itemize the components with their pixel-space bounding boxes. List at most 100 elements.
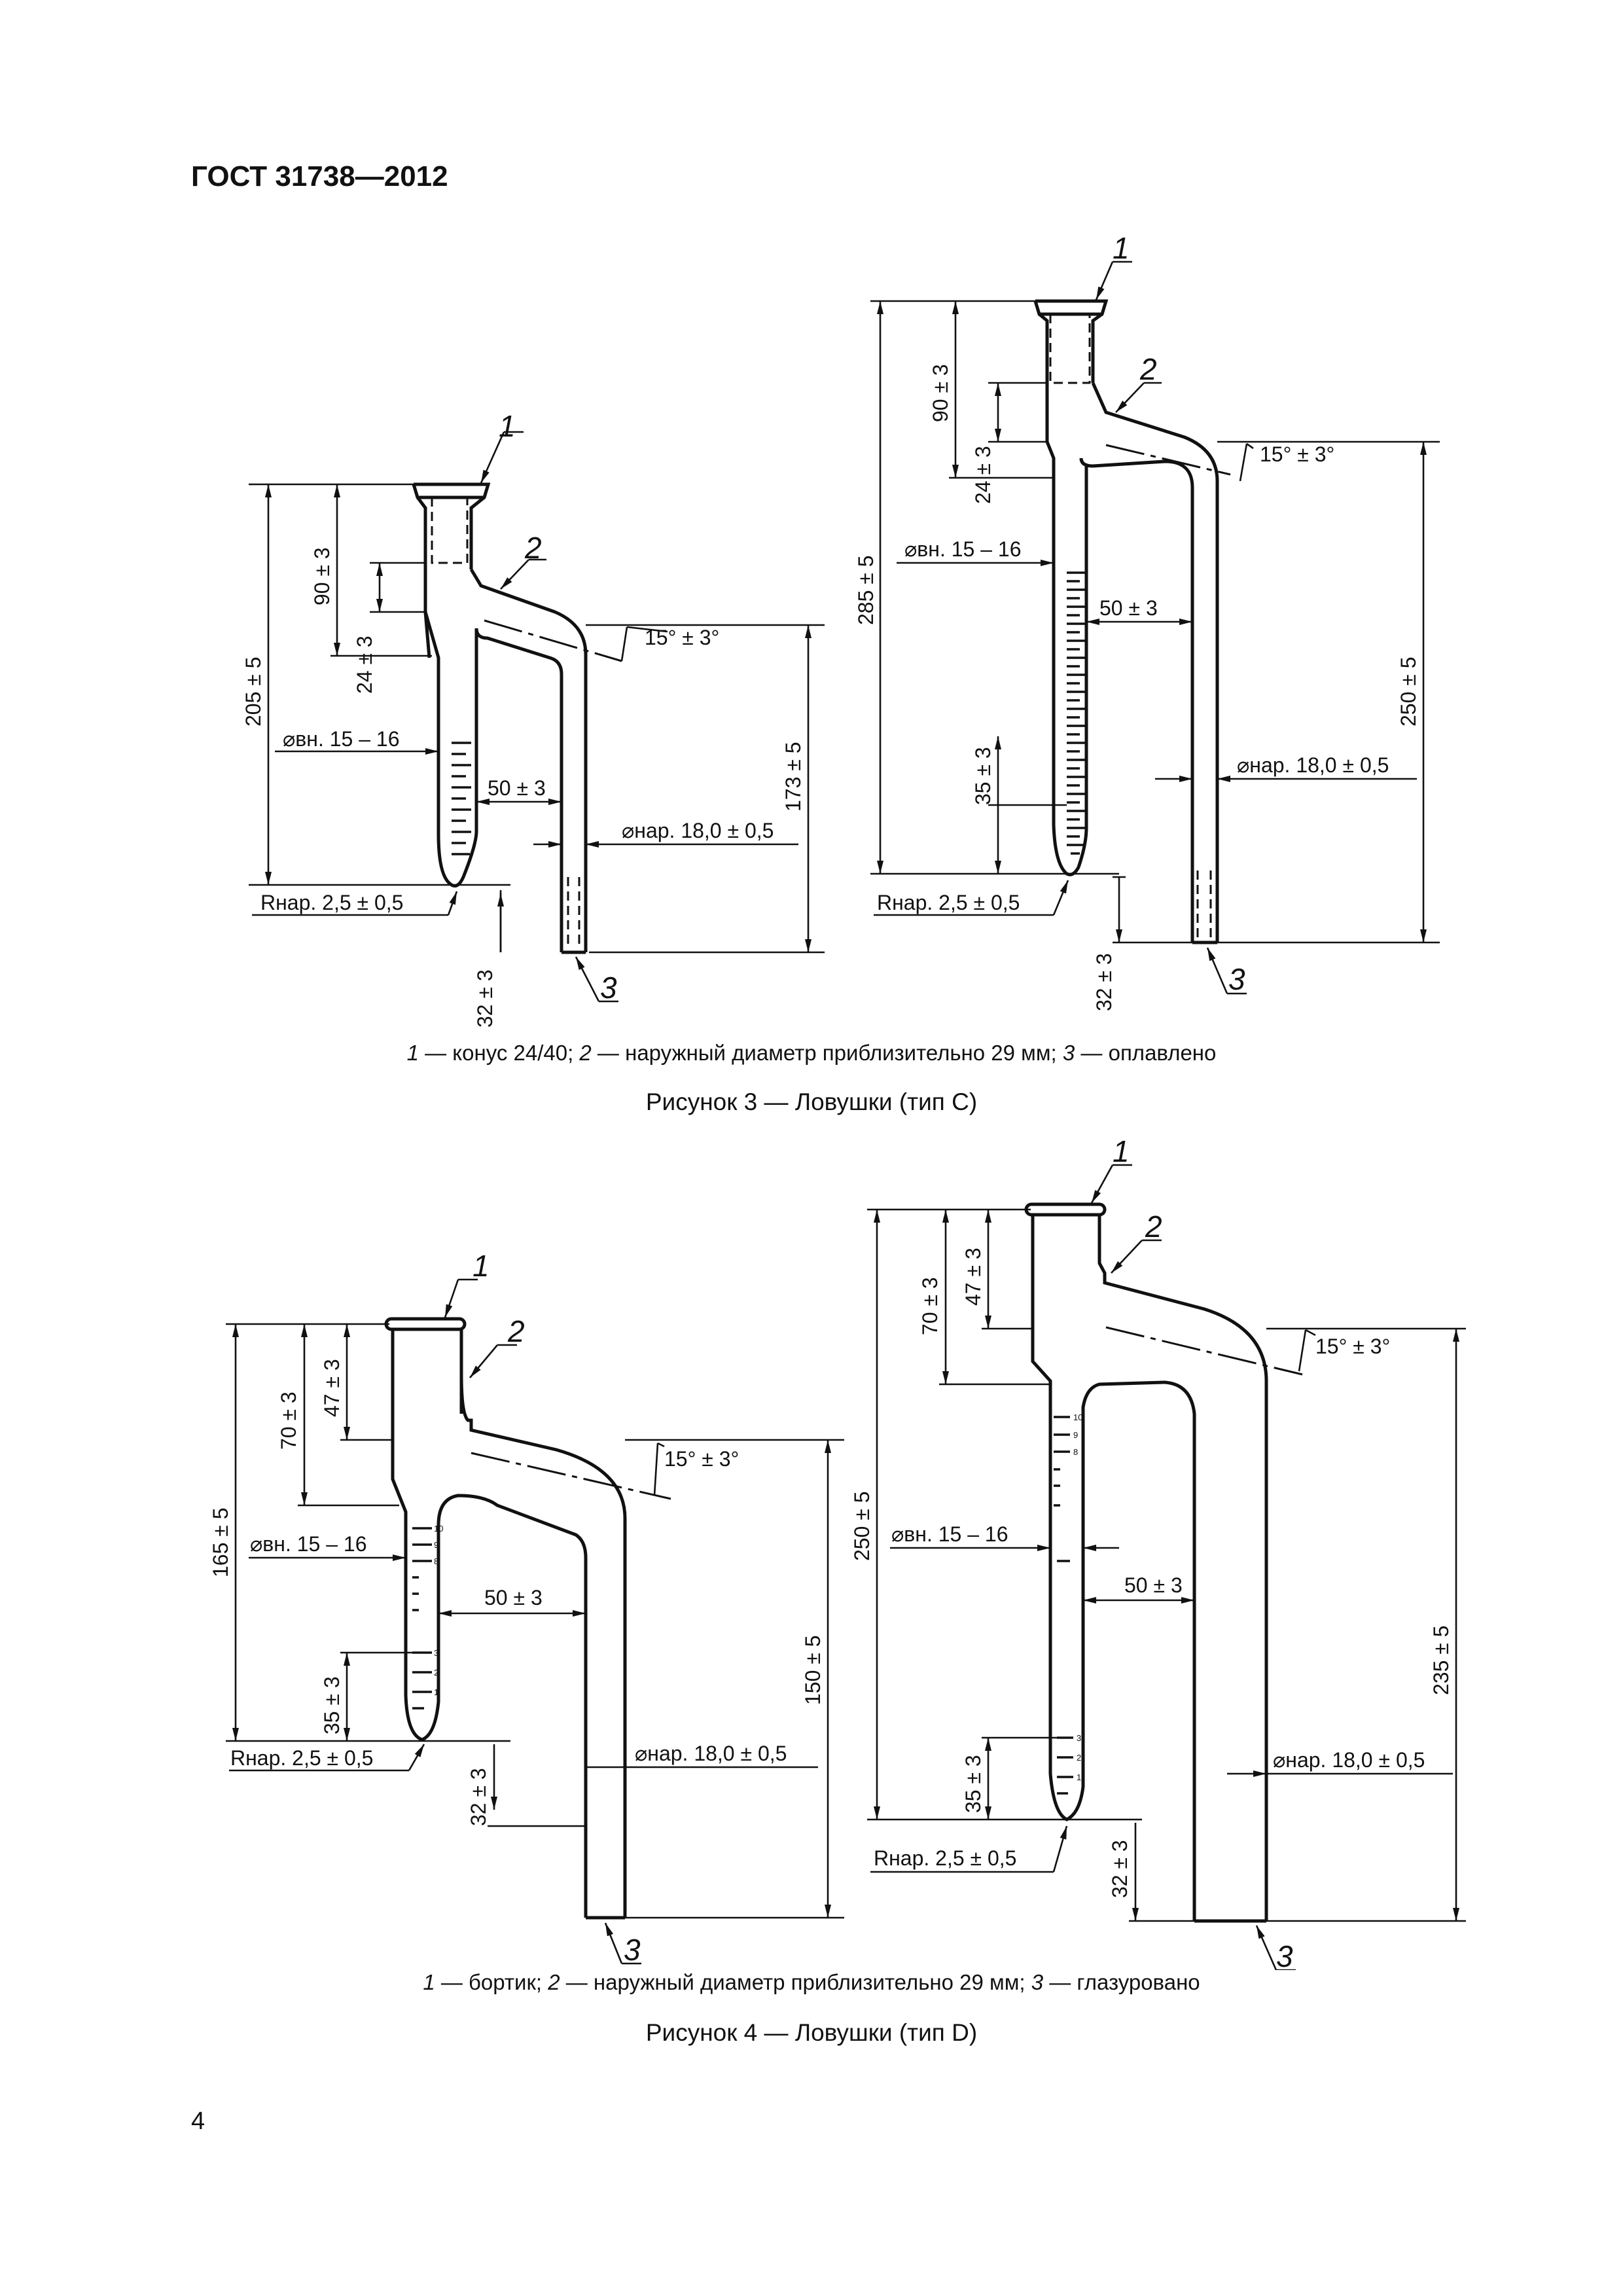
fig3-left-radius-letter: R [260, 891, 276, 914]
fig4-left-scale-9: 9 [434, 1540, 438, 1550]
figure-4-title: Рисунок 4 — Ловушки (тип D) [645, 2019, 978, 2046]
fig4-left-dim-bottom: 32 ± 3 [467, 1768, 490, 1826]
fig3-left-dim-joint: 24 ± 3 [353, 636, 376, 694]
fig3-left-dim-inner-text: вн. 15 – 16 [295, 727, 399, 751]
fig4-right-dim-spacing: 50 ± 3 [1124, 1573, 1183, 1597]
figure-3-title: Рисунок 3 — Ловушки (тип С) [645, 1088, 978, 1115]
fig3-right-dim-inner: ⌀вн. 15 – 16 [904, 537, 1021, 561]
fig4-left-dim-spacing: 50 ± 3 [484, 1586, 543, 1609]
fig4-left-scale-3: 3 [434, 1648, 438, 1658]
fig4-left-dim-side: 150 ± 5 [801, 1635, 825, 1705]
fig4-left-dim-total: 165 ± 5 [209, 1507, 232, 1577]
fig4-right-dim-angle: 15° ± 3° [1315, 1335, 1390, 1358]
fig4-left-scale-1: 1 [434, 1687, 438, 1697]
fig4-left-trap: 10 9 8 3 2 1 1 2 3 165 ± 5 [209, 1249, 844, 1967]
fig3-right-callout-2: 2 [1139, 352, 1157, 386]
fig4-right-scale-1: 1 [1077, 1772, 1081, 1782]
fig4-right-callout-1: 1 [1113, 1139, 1130, 1168]
fig4-right-dim-outer: ⌀нар. 18,0 ± 0,5 [1273, 1748, 1425, 1772]
fig4-right-dim-total: 250 ± 5 [850, 1491, 874, 1561]
fig4-right-callout-3: 3 [1276, 1939, 1293, 1970]
fig3-right-dim-angle: 15° ± 3° [1260, 442, 1334, 466]
fig3-legend-t2: — наружный диаметр приблизительно 29 мм; [591, 1041, 1063, 1065]
fig3-left-dim-bottom: 32 ± 3 [473, 969, 497, 1028]
fig4-left-dim-neck: 70 ± 3 [277, 1391, 300, 1450]
fig4-right-dim-bottom: 32 ± 3 [1108, 1840, 1132, 1898]
fig4-right-dim-graduation: 35 ± 3 [961, 1755, 985, 1813]
fig3-left-dim-inner: ⌀вн. 15 – 16 [283, 727, 399, 751]
fig4-left-callout-1: 1 [473, 1249, 490, 1283]
fig3-left-radius-text: нар. 2,5 ± 0,5 [276, 891, 403, 914]
fig3-left-callout-2: 2 [524, 531, 542, 565]
fig4-right-callout-2: 2 [1145, 1210, 1162, 1244]
fig4-right-dim-inner-text: вн. 15 – 16 [904, 1522, 1008, 1546]
fig4-left-dim-graduation: 35 ± 3 [320, 1676, 344, 1734]
fig4-left-dim-outer-text: нар. 18,0 ± 0,5 [647, 1742, 787, 1765]
fig3-right-callout-1: 1 [1113, 231, 1130, 265]
fig3-right-dim-inner-text: вн. 15 – 16 [917, 537, 1021, 561]
fig4-left-scale-2: 2 [434, 1668, 438, 1677]
fig3-right-dim-joint: 24 ± 3 [971, 446, 995, 504]
fig4-legend-t1: — бортик; [435, 1970, 548, 1994]
fig3-left-callout-3: 3 [600, 971, 617, 1005]
fig4-right-trap: 10 9 8 3 2 1 1 2 3 [850, 1139, 1466, 1970]
fig3-right-dim-outer-text: нар. 18,0 ± 0,5 [1249, 753, 1389, 777]
fig4-legend-n3: 3 [1031, 1970, 1044, 1994]
fig3-right-dim-total: 285 ± 5 [854, 555, 878, 625]
fig3-right-radius-letter: R [877, 891, 892, 914]
fig4-left-dim-inner: ⌀вн. 15 – 16 [250, 1532, 366, 1556]
fig3-right-callout-3: 3 [1228, 962, 1245, 996]
figure-3-drawing: 1 2 3 205 ± 5 90 ± 3 24 ± 3 15° ± 3° 173… [241, 231, 1440, 1028]
fig4-right-radius-text: нар. 2,5 ± 0,5 [889, 1846, 1016, 1870]
fig3-right-trap: 1 2 3 285 ± 5 90 ± 3 24 ± 3 15° ± 3° 250… [854, 231, 1440, 1011]
fig4-right-radius-letter: R [874, 1846, 889, 1870]
fig4-left-callout-2: 2 [507, 1314, 525, 1348]
fig4-right-dim-side: 235 ± 5 [1429, 1625, 1453, 1695]
fig3-right-dim-radius: Rнар. 2,5 ± 0,5 [877, 891, 1020, 914]
fig4-right-dim-neck: 70 ± 3 [918, 1277, 942, 1335]
document-header: ГОСТ 31738—2012 [191, 160, 448, 192]
fig4-right-dim-inner: ⌀вн. 15 – 16 [891, 1522, 1008, 1546]
fig3-left-dim-neck: 90 ± 3 [310, 547, 334, 605]
fig3-left-callout-1: 1 [499, 409, 516, 443]
fig4-legend-n1: 1 [423, 1970, 435, 1994]
fig4-right-scale-10: 10 [1073, 1412, 1082, 1422]
fig3-legend-t3: — оплавлено [1075, 1041, 1217, 1065]
fig4-left-dim-inner-text: вн. 15 – 16 [262, 1532, 366, 1556]
fig3-right-radius-text: нар. 2,5 ± 0,5 [892, 891, 1020, 914]
fig4-right-dim-radius: Rнар. 2,5 ± 0,5 [874, 1846, 1016, 1870]
fig3-left-dim-side: 173 ± 5 [781, 742, 805, 812]
fig3-left-dim-outer: ⌀нар. 18,0 ± 0,5 [622, 819, 774, 842]
fig4-legend-t3: — глазуровано [1043, 1970, 1200, 1994]
fig3-right-dim-bottom: 32 ± 3 [1092, 953, 1116, 1011]
fig4-left-dim-outer: ⌀нар. 18,0 ± 0,5 [635, 1742, 787, 1765]
fig4-left-scale-8: 8 [434, 1556, 438, 1566]
fig4-right-dim-joint: 47 ± 3 [961, 1247, 985, 1306]
fig3-right-dim-outer: ⌀нар. 18,0 ± 0,5 [1237, 753, 1389, 777]
figure-4-drawing: 10 9 8 3 2 1 1 2 3 165 ± 5 [209, 1139, 1466, 1970]
fig3-right-dim-graduation: 35 ± 3 [971, 747, 995, 805]
figure-3-legend: 1 — конус 24/40; 2 — наружный диаметр пр… [0, 1041, 1623, 1066]
page-number: 4 [191, 2108, 205, 2135]
fig4-right-scale-8: 8 [1073, 1447, 1078, 1457]
fig3-right-dim-neck: 90 ± 3 [929, 364, 952, 422]
fig3-legend-n3: 3 [1062, 1041, 1075, 1065]
fig3-legend-n2: 2 [579, 1041, 592, 1065]
fig4-left-dim-radius: Rнар. 2,5 ± 0,5 [230, 1746, 373, 1770]
fig3-legend-t1: — конус 24/40; [418, 1041, 580, 1065]
fig4-legend-t2: — наружный диаметр приблизительно 29 мм; [560, 1970, 1031, 1994]
fig4-right-scale-3: 3 [1077, 1733, 1081, 1743]
fig4-right-dim-outer-text: нар. 18,0 ± 0,5 [1285, 1748, 1425, 1772]
fig3-right-dim-spacing: 50 ± 3 [1099, 596, 1158, 620]
fig4-legend-n2: 2 [548, 1970, 560, 1994]
fig4-left-radius-letter: R [230, 1746, 245, 1770]
fig3-left-dim-radius: Rнар. 2,5 ± 0,5 [260, 891, 403, 914]
fig3-legend-n1: 1 [406, 1041, 419, 1065]
figure-4-legend: 1 — бортик; 2 — наружный диаметр приблиз… [0, 1970, 1623, 1995]
fig3-left-trap: 1 2 3 205 ± 5 90 ± 3 24 ± 3 15° ± 3° 173… [241, 409, 825, 1028]
fig3-left-dim-total: 205 ± 5 [241, 656, 265, 726]
fig4-left-radius-text: нар. 2,5 ± 0,5 [245, 1746, 373, 1770]
fig4-left-callout-3: 3 [624, 1933, 641, 1967]
fig4-left-scale-10: 10 [434, 1524, 443, 1534]
fig4-left-dim-joint: 47 ± 3 [320, 1359, 344, 1417]
